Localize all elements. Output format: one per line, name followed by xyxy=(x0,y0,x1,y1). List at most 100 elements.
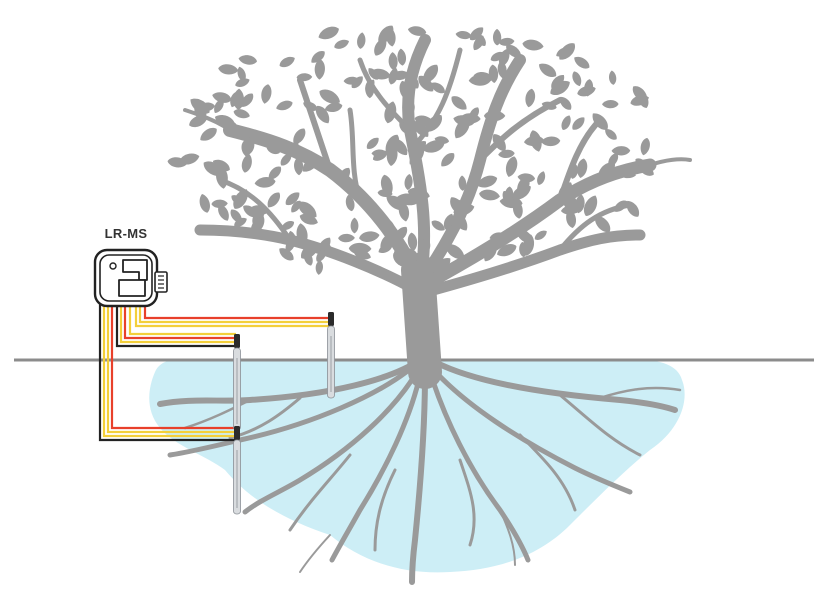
leaf xyxy=(394,226,408,242)
leaf xyxy=(314,59,325,80)
leaf xyxy=(422,237,431,252)
leaf xyxy=(334,39,349,49)
leaf xyxy=(279,248,294,261)
leaf xyxy=(451,96,467,110)
leaf xyxy=(522,39,544,51)
leaf xyxy=(296,73,313,82)
leaf xyxy=(241,93,254,107)
leaf xyxy=(233,109,250,119)
leaf xyxy=(318,26,339,40)
leaf xyxy=(323,241,332,256)
leaf xyxy=(626,200,640,217)
leaf xyxy=(315,105,330,124)
leaf xyxy=(241,153,252,173)
leaf xyxy=(279,56,295,68)
leaf xyxy=(386,144,398,167)
leaf xyxy=(338,167,351,184)
leaf xyxy=(218,204,229,221)
leaf xyxy=(404,256,414,270)
leaf xyxy=(640,137,650,156)
leaf xyxy=(212,159,230,172)
leaf xyxy=(366,137,379,149)
leaf xyxy=(393,245,407,255)
leaf xyxy=(399,122,411,135)
leaf xyxy=(234,217,247,227)
leaf xyxy=(233,88,244,110)
leaf xyxy=(350,217,359,234)
leaf xyxy=(199,194,210,213)
leaf xyxy=(218,64,239,75)
leaf xyxy=(502,191,514,207)
cable-red xyxy=(110,304,236,430)
leaf xyxy=(413,121,429,137)
leaf xyxy=(267,192,281,208)
leaf xyxy=(285,237,296,253)
leaf xyxy=(407,26,427,36)
leaf xyxy=(572,71,582,87)
cable-red xyxy=(143,304,330,320)
leaf xyxy=(211,199,228,208)
leaf xyxy=(490,51,505,62)
leaf xyxy=(529,130,542,152)
cable-black xyxy=(98,304,236,442)
leaf xyxy=(405,103,415,118)
leaf xyxy=(469,27,484,41)
leaf xyxy=(365,79,375,92)
leaf xyxy=(345,194,355,212)
leaf xyxy=(453,203,475,216)
leaf xyxy=(592,113,608,130)
leaf xyxy=(303,250,313,266)
leaf xyxy=(550,80,570,96)
leaf xyxy=(605,129,617,140)
leaf xyxy=(254,177,276,188)
data-logger-icon xyxy=(93,248,168,308)
leaf xyxy=(399,80,411,102)
leaf xyxy=(315,260,323,275)
leaf xyxy=(303,101,318,111)
leaf xyxy=(235,78,250,88)
leaf xyxy=(418,75,434,92)
cable-yellow xyxy=(128,304,236,336)
leaf xyxy=(397,48,406,66)
leaf xyxy=(492,28,502,46)
tree-roots xyxy=(157,357,682,585)
tree-canopy-leaves xyxy=(167,25,654,275)
leaf xyxy=(558,182,572,200)
leaf xyxy=(583,195,598,217)
leaf xyxy=(398,201,410,222)
leaf xyxy=(296,223,308,245)
leaf xyxy=(469,107,479,121)
leaf xyxy=(498,37,515,46)
moisture-probe-icon xyxy=(327,312,335,399)
leaf xyxy=(357,32,366,49)
leaf xyxy=(454,118,470,139)
leaf xyxy=(378,243,393,253)
leaf xyxy=(584,79,594,97)
leaf xyxy=(453,212,468,231)
device-label: LR-MS xyxy=(104,226,148,241)
leaf xyxy=(489,232,505,241)
sensor-cables xyxy=(98,304,330,442)
leaf xyxy=(506,44,522,58)
leaf xyxy=(611,146,631,156)
leaf xyxy=(248,205,270,216)
leaf xyxy=(477,175,498,188)
leaf xyxy=(280,153,292,166)
leaf xyxy=(455,30,472,40)
leaf xyxy=(276,100,293,111)
leaf xyxy=(238,55,258,65)
leaf xyxy=(338,233,355,243)
leaf xyxy=(541,101,557,110)
cable-red xyxy=(123,304,236,340)
leaf xyxy=(241,140,251,158)
leaf xyxy=(537,171,546,185)
leaf xyxy=(498,149,515,158)
leaf xyxy=(559,96,572,110)
leaf xyxy=(291,200,301,213)
leaf xyxy=(635,158,648,169)
leaf xyxy=(311,51,325,63)
cable-yellow xyxy=(138,304,330,324)
leaf xyxy=(268,166,282,180)
leaf xyxy=(251,216,265,234)
